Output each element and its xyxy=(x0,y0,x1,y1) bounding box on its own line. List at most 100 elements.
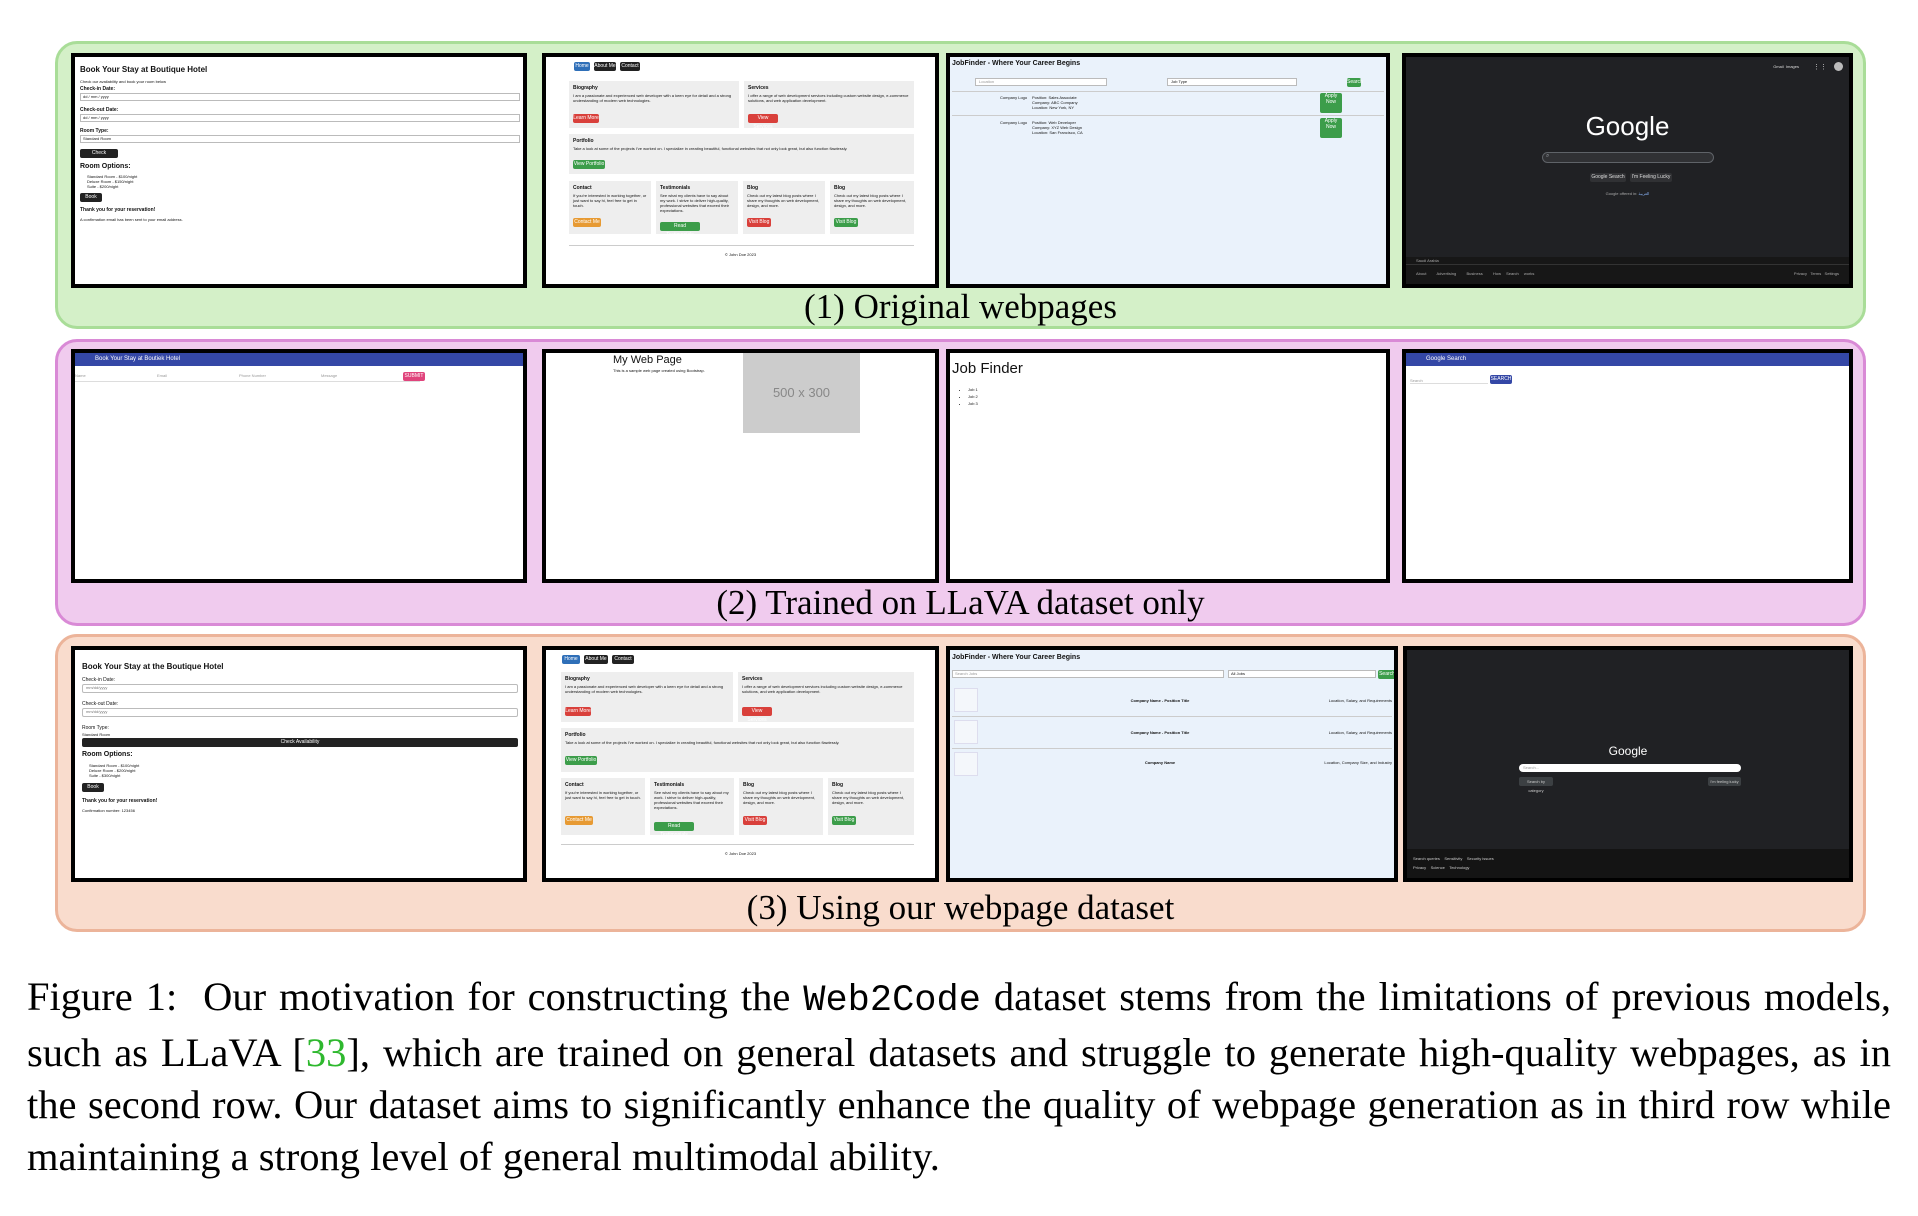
avatar[interactable] xyxy=(1834,62,1843,71)
company-logo: Company Logo xyxy=(1000,120,1028,125)
room-option: Deluxe Room - $150/night xyxy=(87,179,134,184)
search-button[interactable]: SEARCH xyxy=(1490,375,1512,384)
jobtype-select[interactable]: Job Type xyxy=(1167,78,1297,86)
search-input[interactable]: Search Jobs xyxy=(952,670,1224,678)
nav-home[interactable]: Home xyxy=(562,655,580,664)
visit-blog-button[interactable]: Visit Blog xyxy=(743,816,767,825)
nav-about[interactable]: About Me xyxy=(584,655,608,664)
language-link[interactable]: العربية xyxy=(1638,191,1650,196)
google-search-button[interactable]: Google Search xyxy=(1590,173,1626,182)
room-options-list: Standard Room - $100/night Deluxe Room -… xyxy=(87,174,137,189)
card-contact: Contact If you're interested in working … xyxy=(561,778,645,835)
thumb-google-ours: Google Search... Search by category I'm … xyxy=(1403,646,1853,882)
room-options-title: Room Options: xyxy=(80,163,131,170)
about-link[interactable]: About xyxy=(1416,271,1427,276)
technology-link[interactable]: Technology xyxy=(1449,865,1470,870)
terms-link[interactable]: Terms xyxy=(1810,271,1822,276)
search-queries-link[interactable]: Search queries xyxy=(1413,856,1440,861)
search-input[interactable]: Search... xyxy=(1519,764,1741,772)
view-portfolio-button[interactable]: View Portfolio xyxy=(573,160,605,169)
checkout-input[interactable]: mm/dd/yyyy xyxy=(82,708,518,717)
view-services-button[interactable]: View Services xyxy=(748,114,778,130)
checkin-input[interactable]: dd / mm / yyyy xyxy=(80,93,520,101)
read-testimonials-button[interactable]: Read Testimonials xyxy=(654,822,694,838)
nav-home[interactable]: Home xyxy=(574,62,590,71)
location-input[interactable]: Location xyxy=(975,78,1107,86)
check-availability-button[interactable]: Check Availability xyxy=(80,149,118,165)
visit-blog-button[interactable]: Visit Blog xyxy=(834,218,858,227)
book-now-button[interactable]: Book Now xyxy=(80,193,102,209)
country: Saudi Arabia xyxy=(1416,258,1439,263)
search-button[interactable]: Search xyxy=(1347,78,1363,87)
how-search-works-link[interactable]: How Search works xyxy=(1492,271,1535,276)
citation-link[interactable]: 33 xyxy=(305,1030,347,1075)
card-blog: Blog Check out my latest blog posts wher… xyxy=(743,181,825,234)
sensitivity-link[interactable]: Sensitivity xyxy=(1444,856,1463,861)
contact-me-button[interactable]: Contact Me xyxy=(565,816,593,825)
form-underline xyxy=(75,381,420,382)
submit-button[interactable]: SUBMIT xyxy=(403,372,425,381)
contact-me-button[interactable]: Contact Me xyxy=(573,218,601,227)
footer-divider xyxy=(561,844,914,845)
apply-button[interactable]: Apply Now xyxy=(1320,93,1342,113)
advertising-link[interactable]: Advertising xyxy=(1436,271,1457,276)
phone-field[interactable]: Phone Number xyxy=(239,373,266,378)
offered-label: Google offered in: xyxy=(1605,191,1638,196)
roomtype-select[interactable]: Standard Room xyxy=(80,135,520,143)
hotel-title: Book Your Stay at the Boutique Hotel xyxy=(82,662,224,671)
check-availability-button[interactable]: Check Availability xyxy=(82,738,518,747)
message-field[interactable]: Message xyxy=(321,373,338,378)
business-link[interactable]: Business xyxy=(1466,271,1483,276)
footer-left: About Advertising Business How Search wo… xyxy=(1416,271,1534,276)
job-info: Location, Company Size, and Industry xyxy=(1324,760,1392,765)
checkin-input[interactable]: mm/dd/yyyy xyxy=(82,684,518,693)
roomtype-select[interactable]: Standard Room xyxy=(82,732,111,737)
learn-more-button[interactable]: Learn More xyxy=(573,114,599,123)
feeling-lucky-button[interactable]: I'm Feeling Lucky xyxy=(1630,173,1672,182)
search-input[interactable]: Search xyxy=(1410,378,1488,384)
checkout-input[interactable]: dd / mm / yyyy xyxy=(80,114,520,122)
read-testimonials-button[interactable]: Read Testimonials xyxy=(660,222,700,238)
view-portfolio-button[interactable]: View Portfolio xyxy=(565,756,597,765)
confirm-text: A confirmation email has been sent to yo… xyxy=(80,217,183,222)
jobtype-select[interactable]: All Jobs xyxy=(1228,670,1376,678)
card-title: Biography xyxy=(565,676,590,682)
science-link[interactable]: Science xyxy=(1430,865,1445,870)
apps-icon[interactable]: ⋮⋮ xyxy=(1813,64,1827,71)
book-now-button[interactable]: Book Now xyxy=(82,783,104,799)
search-button[interactable]: Search xyxy=(1378,670,1395,679)
security-issues-link[interactable]: Security issues xyxy=(1466,856,1494,861)
search-input[interactable] xyxy=(1542,152,1714,163)
card-text: I am a passionate and experienced web de… xyxy=(565,684,724,694)
email-field[interactable]: Email xyxy=(157,373,168,378)
card-blog-2: Blog Check out my latest blog posts wher… xyxy=(830,181,914,234)
visit-blog-button[interactable]: Visit Blog xyxy=(832,816,856,825)
settings-link[interactable]: Settings xyxy=(1824,271,1839,276)
learn-more-button[interactable]: Learn More xyxy=(565,707,591,716)
footer: Search queries Sensitivity Security issu… xyxy=(1407,849,1849,878)
thumb-hotel-original: Book Your Stay at Boutique Hotel Check o… xyxy=(71,53,527,288)
visit-blog-button[interactable]: Visit Blog xyxy=(747,218,771,227)
images-link[interactable]: Images xyxy=(1785,64,1799,69)
card-title: Biography xyxy=(573,85,598,91)
row-caption: (1) Original webpages xyxy=(804,287,1117,326)
confirm-text: Confirmation number: 123456 xyxy=(82,808,135,813)
apply-button[interactable]: Apply Now xyxy=(1320,118,1342,138)
gmail-link[interactable]: Gmail xyxy=(1773,64,1784,69)
room-option: Suite - $300/night xyxy=(89,773,121,778)
nav-contact[interactable]: Contact xyxy=(620,62,640,71)
nav-contact[interactable]: Contact xyxy=(612,655,634,664)
footer-text: © John Doe 2023 xyxy=(724,851,757,856)
feeling-lucky-button[interactable]: I'm feeling lucky xyxy=(1708,777,1741,786)
name-field[interactable]: Name xyxy=(75,373,86,378)
offered-in: Google offered in: العربية xyxy=(1406,191,1849,196)
job-position: Position: Web Developer xyxy=(1032,120,1076,125)
view-services-button[interactable]: View Services xyxy=(742,707,772,723)
card-title: Services xyxy=(742,676,763,682)
search-category-button[interactable]: Search by category xyxy=(1519,777,1553,793)
privacy-link[interactable]: Privacy xyxy=(1413,865,1427,870)
nav-about[interactable]: About Me xyxy=(594,62,616,71)
caption-text-a: Our motivation for constructing the xyxy=(203,974,791,1019)
privacy-link[interactable]: Privacy xyxy=(1793,271,1808,276)
company-logo: Company Logo xyxy=(1000,95,1028,100)
